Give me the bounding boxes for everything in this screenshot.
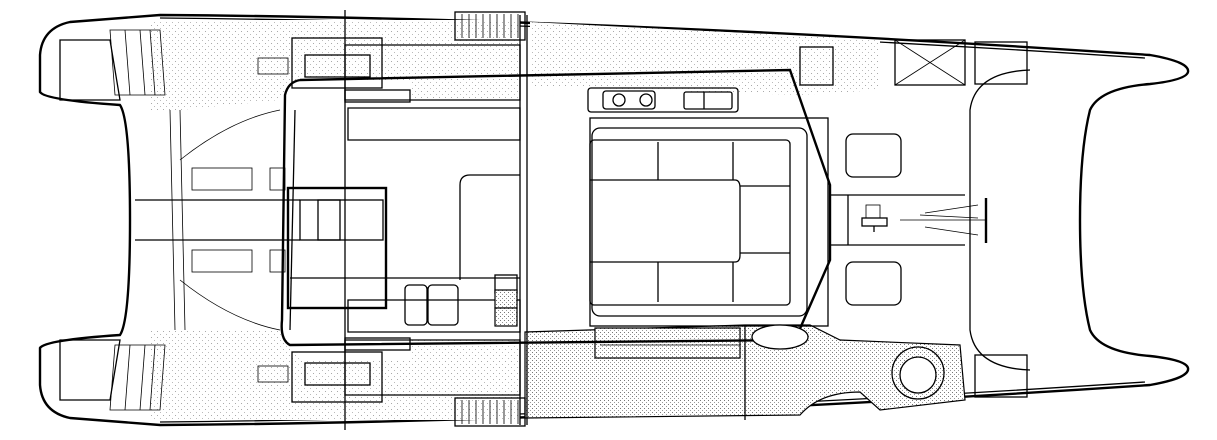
- head-compartment: [600, 324, 945, 420]
- saloon-settee: [589, 117, 829, 327]
- mainsheet-line: [280, 68, 832, 347]
- hatch-top: [454, 11, 526, 41]
- transom-beam: [135, 109, 300, 331]
- helm-seats: [404, 274, 518, 327]
- shaded-areas: [150, 20, 966, 420]
- hatch-bottom: [454, 397, 526, 427]
- windlass-icon: [861, 204, 888, 232]
- stern-steps-top: [59, 29, 166, 101]
- stove-icon: [602, 90, 656, 110]
- sink-icon: [683, 91, 733, 110]
- stern-steps-bottom: [59, 339, 166, 411]
- galley-counter: [587, 87, 739, 113]
- cockpit-table: [286, 186, 520, 310]
- cockpit: [289, 10, 528, 430]
- foredeck: [799, 39, 1028, 398]
